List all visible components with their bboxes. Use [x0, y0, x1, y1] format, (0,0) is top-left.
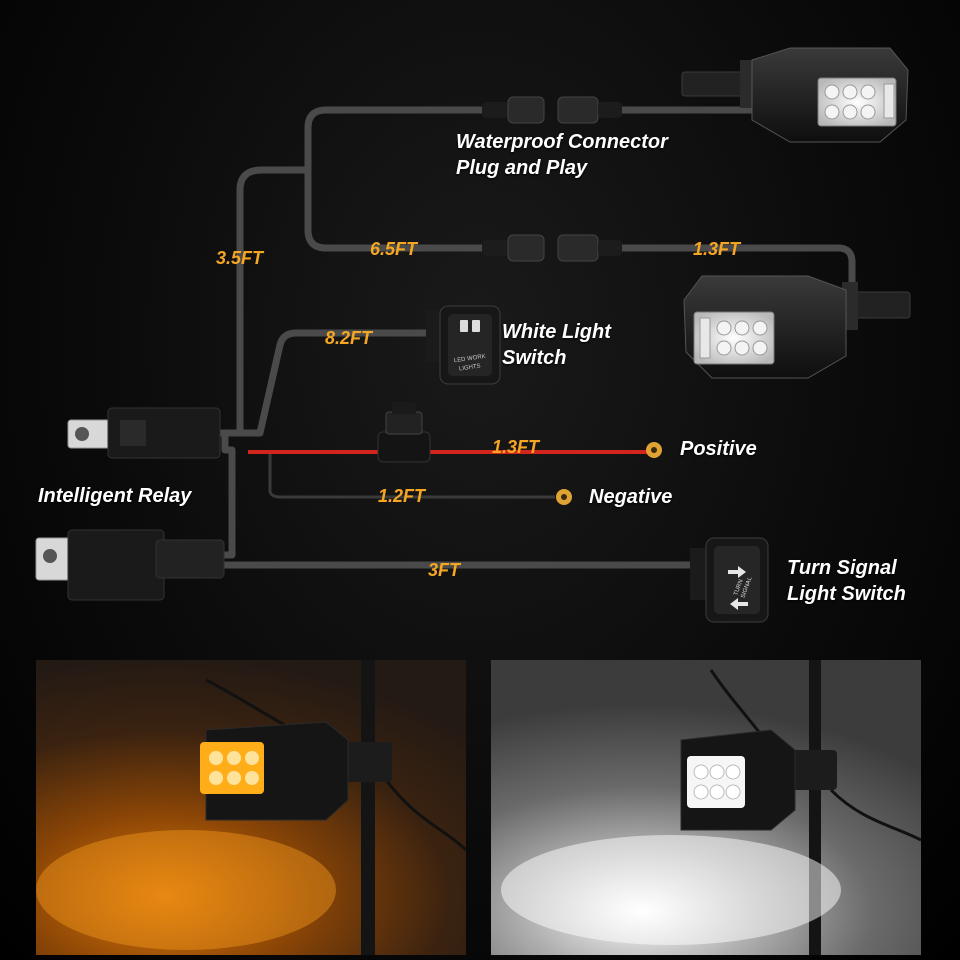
white-light-switch: LED WORK LIGHTS [426, 305, 501, 385]
turn-signal-switch: TURN SIGNAL [690, 537, 769, 623]
turn-switch-label-line2: Light Switch [787, 583, 906, 605]
main-trunk-wire [211, 166, 312, 437]
length-main-trunk: 3.5FT [216, 248, 264, 268]
length-negative-cable: 1.2FT [378, 486, 426, 506]
connector-label-line1: Waterproof Connector [456, 131, 668, 153]
turn-switch-label: Turn Signal Light Switch [787, 555, 906, 607]
positive-terminal [646, 442, 662, 458]
arrow-right-icon [728, 566, 746, 578]
white-switch-text-2: LIGHTS [459, 364, 481, 373]
white-switch-text-1: LED WORK [454, 354, 487, 364]
lower-branch-wire [304, 166, 494, 252]
turn-switch-label-line1: Turn Signal [787, 557, 897, 579]
white-switch-label: White Light Switch [502, 319, 611, 371]
harness-wires [211, 106, 856, 569]
relay-label: Intelligent Relay [38, 485, 192, 507]
negative-terminal [556, 489, 572, 505]
arrow-left-icon [730, 598, 748, 610]
white-switch-label-line2: Switch [502, 347, 567, 369]
length-lower-light-cable: 6.5FT [370, 239, 418, 259]
upper-work-light [681, 47, 909, 143]
white-light-photo [491, 660, 921, 955]
wiring-graphic: LED WORK LIGHTS TURN SIGNAL [35, 47, 911, 623]
amber-light-photo [36, 660, 466, 955]
positive-label: Positive [680, 438, 757, 460]
connector-label-line2: Plug and Play [456, 157, 588, 179]
negative-label: Negative [589, 486, 673, 508]
white-switch-wire [236, 329, 432, 437]
relay-upper [67, 407, 221, 459]
length-turn-switch-cable: 3FT [428, 560, 461, 580]
connector-lower [482, 234, 622, 262]
upper-branch-wire [304, 106, 494, 174]
length-white-switch-cable: 8.2FT [325, 328, 373, 348]
relay-lower [35, 529, 225, 601]
negative-wire [268, 452, 555, 499]
lower-light-lead [616, 244, 856, 296]
length-lower-light-lead: 1.3FT [693, 239, 741, 259]
connector-label: Waterproof Connector Plug and Play [456, 129, 668, 181]
connector-upper [482, 96, 622, 124]
lower-work-light [683, 275, 911, 379]
fuse-holder [377, 402, 431, 463]
length-positive-cable: 1.3FT [492, 437, 540, 457]
relay-link-wire [211, 429, 236, 559]
turn-switch-text-1: TURN [733, 579, 744, 597]
white-switch-label-line1: White Light [502, 321, 611, 343]
